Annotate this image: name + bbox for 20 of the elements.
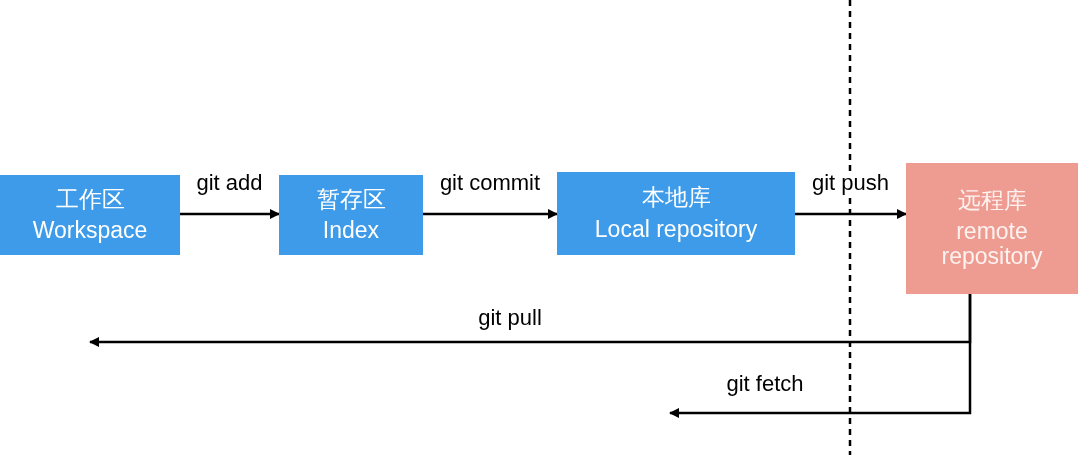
process-box bbox=[906, 163, 1078, 294]
edge-label: git commit bbox=[437, 172, 543, 194]
edge-label: git fetch bbox=[724, 373, 806, 395]
box-label: 远程库 bbox=[957, 187, 1027, 213]
box-label: Workspace bbox=[32, 218, 148, 244]
box-label: Index bbox=[322, 218, 380, 244]
arrow bbox=[423, 209, 558, 219]
arrow bbox=[180, 209, 280, 219]
edge-label: git add bbox=[194, 172, 265, 194]
process-box bbox=[0, 175, 180, 255]
arrow bbox=[669, 294, 972, 418]
box-label: 工作区 bbox=[55, 186, 125, 212]
box-label: remote repository bbox=[940, 218, 1044, 270]
box-label: Local repository bbox=[594, 216, 758, 242]
process-box bbox=[557, 172, 795, 255]
box-label: 本地库 bbox=[641, 185, 711, 211]
edge-label: git pull bbox=[476, 307, 544, 329]
process-box bbox=[279, 175, 423, 255]
box-label: 暂存区 bbox=[316, 186, 386, 212]
arrow bbox=[795, 209, 907, 219]
